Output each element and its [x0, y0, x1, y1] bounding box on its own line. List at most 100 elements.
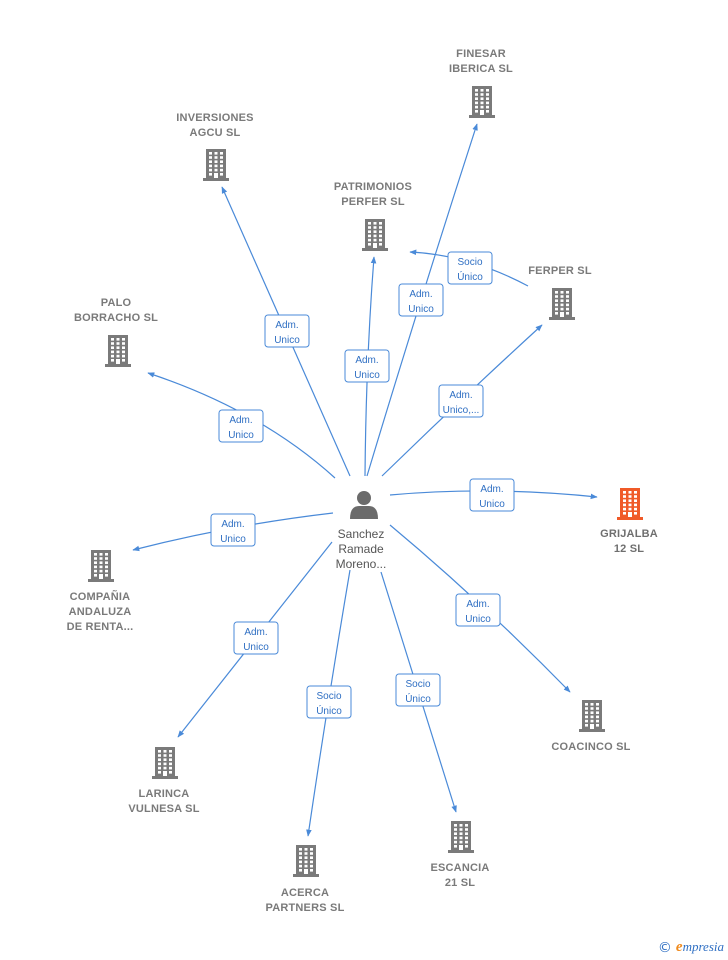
footer-brand[interactable]: © empresia [658, 939, 724, 956]
company-node-escancia[interactable]: ESCANCIA 21 SL [430, 821, 489, 889]
company-label: 12 SL [614, 543, 644, 555]
company-label: COMPAÑIA [70, 590, 131, 603]
edge-label-sanchez-patrimonios[interactable]: Adm. Unico [344, 349, 390, 383]
edge-label-box [210, 513, 256, 547]
edge-label-text: Adm. [409, 289, 432, 300]
edge-label-text: Adm. [221, 519, 244, 530]
edge-label-sanchez-coacinco[interactable]: Adm. Unico [455, 593, 501, 627]
edge-label-text: Unico [220, 534, 246, 545]
edge-label-text: Unico [479, 499, 505, 510]
edge-label-box [438, 384, 484, 418]
company-node-ferper[interactable]: FERPER SL [528, 265, 592, 320]
company-node-patrimonios[interactable]: PATRIMONIOS PERFER SL [334, 181, 412, 251]
building-icon [448, 821, 474, 853]
edge-label-text: Adm. [466, 599, 489, 610]
company-node-acerca[interactable]: ACERCA PARTNERS SL [265, 845, 344, 914]
building-icon [617, 488, 643, 520]
edge-label-text: Unico [243, 642, 269, 653]
building-icon [293, 845, 319, 877]
edge-label-text: Socio [457, 257, 482, 268]
person-label: Sanchez [338, 527, 385, 541]
edge-label-sanchez-palo[interactable]: Adm. Unico [218, 409, 264, 443]
company-node-finesar[interactable]: FINESAR IBERICA SL [449, 48, 513, 118]
person-icon [350, 491, 378, 519]
edge-label-text: Unico [354, 370, 380, 381]
edge-label-text: Unico [408, 304, 434, 315]
edge-label-box [447, 251, 493, 285]
edge-label-box [455, 593, 501, 627]
edge-label-box [395, 673, 441, 707]
company-label: ACERCA [281, 887, 329, 899]
company-label: INVERSIONES [176, 112, 253, 124]
company-node-inversiones[interactable]: INVERSIONES AGCU SL [176, 112, 253, 181]
building-icon [362, 219, 388, 251]
edge-label-sanchez-compania[interactable]: Adm. Unico [210, 513, 256, 547]
edge-label-text: Socio [316, 691, 341, 702]
edge-label-sanchez-finesar[interactable]: Adm. Unico [398, 283, 444, 317]
company-node-grijalba[interactable]: GRIJALBA 12 SL [600, 488, 658, 555]
building-icon [579, 700, 605, 732]
company-node-larinca[interactable]: LARINCA VULNESA SL [128, 747, 200, 815]
edge-label-text: Único [457, 270, 483, 283]
person-node-sanchez[interactable]: SanchezRamadeMoreno... [336, 491, 387, 571]
building-icon [549, 288, 575, 320]
edge-label-box [306, 685, 352, 719]
company-node-palo[interactable]: PALO BORRACHO SL [74, 297, 158, 367]
edge-label-text: Único [405, 692, 431, 705]
company-label: IBERICA SL [449, 63, 513, 75]
company-label: FERPER SL [528, 265, 592, 277]
edge-label-text: Unico [228, 430, 254, 441]
building-icon [469, 86, 495, 118]
company-node-coacinco[interactable]: COACINCO SL [551, 700, 630, 753]
edge-label-sanchez-larinca[interactable]: Adm. Unico [233, 621, 279, 655]
person-label: Moreno... [336, 557, 387, 571]
edge-label-text: Unico [465, 614, 491, 625]
edge-label-text: Unico,... [443, 405, 480, 416]
edge-label-text: Único [316, 704, 342, 717]
company-label: FINESAR [456, 48, 506, 60]
company-label: AGCU SL [190, 127, 241, 139]
company-label: ESCANCIA [430, 862, 489, 874]
company-label: LARINCA [139, 788, 190, 800]
company-label: PALO [101, 297, 132, 309]
company-label: DE RENTA... [67, 621, 134, 633]
company-label: PERFER SL [341, 196, 405, 208]
edge-label-text: Unico [274, 335, 300, 346]
company-label: COACINCO SL [551, 741, 630, 753]
edge-label-sanchez-ferper[interactable]: Adm. Unico,... [438, 384, 484, 418]
company-label: PARTNERS SL [265, 902, 344, 914]
edge-label-box [398, 283, 444, 317]
company-label: VULNESA SL [128, 803, 199, 815]
building-icon [152, 747, 178, 779]
company-label: PATRIMONIOS [334, 181, 412, 193]
company-label: ANDALUZA [69, 606, 132, 618]
copyright-icon: © [657, 939, 672, 956]
edge-label-text: Adm. [229, 415, 252, 426]
company-node-compania[interactable]: COMPAÑIA ANDALUZA DE RENTA... [67, 550, 134, 633]
building-icon [88, 550, 114, 582]
edge-label-text: Adm. [449, 390, 472, 401]
edge-label-box [264, 314, 310, 348]
edge-label-box [344, 349, 390, 383]
edge-label-text: Adm. [275, 320, 298, 331]
edge-labels-layer: Adm.UnicoAdm.UnicoAdm.UnicoSocioÚnicoAdm… [210, 251, 515, 719]
edge-label-text: Adm. [480, 484, 503, 495]
company-label: BORRACHO SL [74, 312, 158, 324]
company-label: GRIJALBA [600, 528, 658, 540]
edge-label-sanchez-grijalba[interactable]: Adm. Unico [469, 478, 515, 512]
edge-label-text: Adm. [244, 627, 267, 638]
edge-label-sanchez-inversiones[interactable]: Adm. Unico [264, 314, 310, 348]
building-icon [105, 335, 131, 367]
company-label: 21 SL [445, 877, 475, 889]
edge-label-text: Adm. [355, 355, 378, 366]
edge-label-box [469, 478, 515, 512]
edge-label-box [218, 409, 264, 443]
edge-label-box [233, 621, 279, 655]
building-icon [203, 149, 229, 181]
brand-logo: empresia [675, 939, 724, 955]
